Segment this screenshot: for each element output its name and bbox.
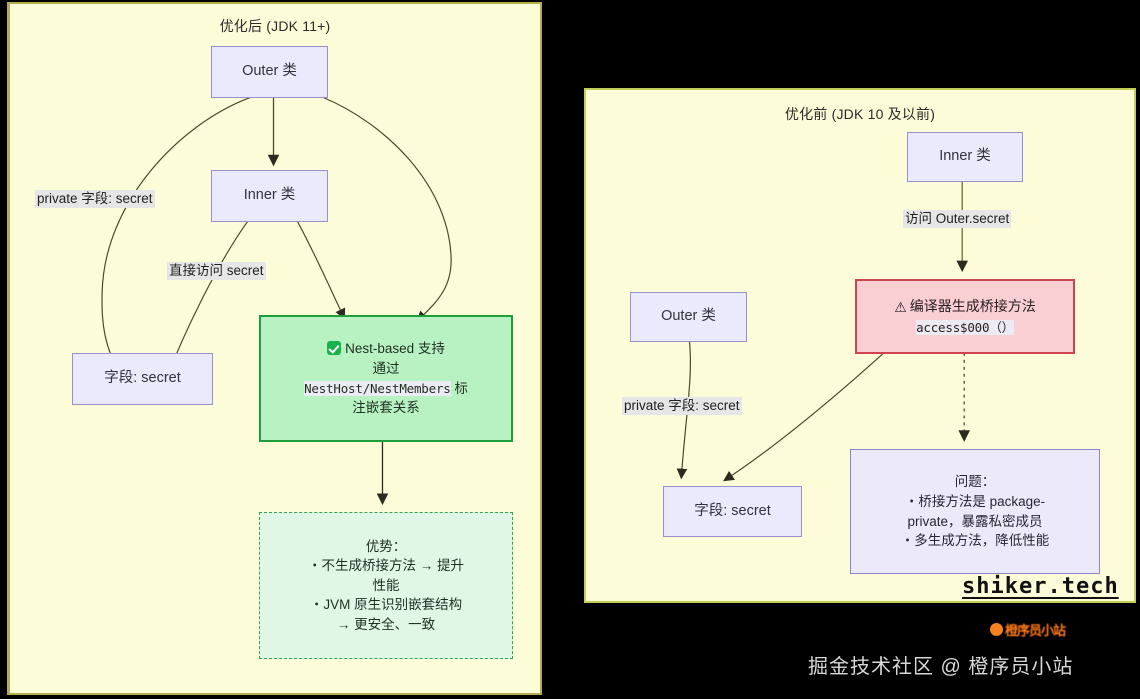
edge-outer-to-nest [322, 96, 452, 322]
nest-line-3-tail: 标 [454, 380, 468, 396]
warning-icon: ⚠ [894, 298, 907, 315]
code-separator: / [362, 380, 371, 396]
bridge-line-1: ⚠编译器生成桥接方法 [894, 296, 1036, 317]
edge-label-private-field-after: private 字段: secret [35, 190, 155, 209]
advantage-line-5: → 更安全、一致 [336, 616, 436, 632]
edge-label-direct-access: 直接访问 secret [167, 262, 266, 281]
problem-line-3: private，暴露私密成员 [907, 513, 1043, 529]
logo-label: 橙序员小站 [1005, 623, 1066, 638]
problem-line-4: ・多生成方法，降低性能 [900, 533, 1050, 549]
panel-before-optimization: 优化前 (JDK 10 及以前) Inner 类 Outer 类 字段: sec… [584, 88, 1136, 603]
advantage-line-2: ・不生成桥接方法 → 提升 [307, 558, 464, 574]
node-label: Inner 类 [939, 148, 991, 165]
node-problems[interactable]: 问题： ・桥接方法是 package- private，暴露私密成员 ・多生成方… [850, 449, 1100, 574]
nesthost-code: NestHost [304, 380, 363, 396]
node-outer-class-after[interactable]: Outer 类 [211, 46, 328, 98]
bridge-line-2: access$000（） [916, 317, 1014, 337]
community-watermark: 掘金技术社区 @ 橙序员小站 [808, 656, 1074, 678]
problem-line-2: ・桥接方法是 package- [904, 493, 1046, 509]
node-outer-class-before[interactable]: Outer 类 [630, 292, 747, 342]
advantage-line-4: ・JVM 原生识别嵌套结构 [309, 597, 463, 613]
orange-circle-icon [990, 623, 1003, 636]
node-label: 字段: secret [694, 502, 771, 519]
nest-line-4: 注嵌套关系 [352, 400, 420, 416]
edge-inner-to-nest [296, 220, 346, 320]
panel-before-title: 优化前 (JDK 10 及以前) [784, 106, 936, 122]
advantage-line-3: 性能 [372, 577, 400, 593]
advantage-line-1: 优势： [365, 538, 407, 554]
edge-label-private-field-before: private 字段: secret [622, 397, 742, 416]
node-inner-class-before[interactable]: Inner 类 [907, 132, 1023, 182]
access-method-code: access$000（） [916, 320, 1014, 335]
node-field-secret-before[interactable]: 字段: secret [663, 486, 802, 537]
nest-line-1: Nest-based 支持 [327, 339, 445, 359]
panel-after-title: 优化后 (JDK 11+) [219, 18, 331, 34]
nest-line-3: NestHost/NestMembers 标 [304, 379, 468, 399]
node-inner-class-after[interactable]: Inner 类 [211, 170, 328, 222]
nestmembers-code: NestMembers [370, 380, 451, 396]
node-label: Inner 类 [243, 187, 296, 204]
node-label: Outer 类 [242, 63, 297, 80]
node-label: Outer 类 [661, 308, 716, 325]
brand-logo: 橙序员小站 [990, 620, 1066, 639]
panel-after-optimization: 优化后 (JDK 11+) Outer 类 Inner 类 字段: secret… [7, 2, 542, 695]
node-advantages[interactable]: 优势： ・不生成桥接方法 → 提升 性能 ・JVM 原生识别嵌套结构 → 更安全… [259, 512, 513, 659]
problem-line-1: 问题： [954, 474, 996, 490]
node-nest-based-support[interactable]: Nest-based 支持 通过 NestHost/NestMembers 标 … [259, 315, 513, 442]
node-field-secret-after[interactable]: 字段: secret [72, 353, 213, 405]
nest-line-2: 通过 [372, 360, 400, 376]
edge-label-access-outer-secret: 访问 Outer.secret [903, 210, 1012, 229]
node-label: 字段: secret [104, 370, 181, 387]
node-bridge-method[interactable]: ⚠编译器生成桥接方法 access$000（） [855, 279, 1075, 354]
check-icon [327, 341, 342, 356]
site-watermark: shiker.tech [962, 574, 1119, 599]
